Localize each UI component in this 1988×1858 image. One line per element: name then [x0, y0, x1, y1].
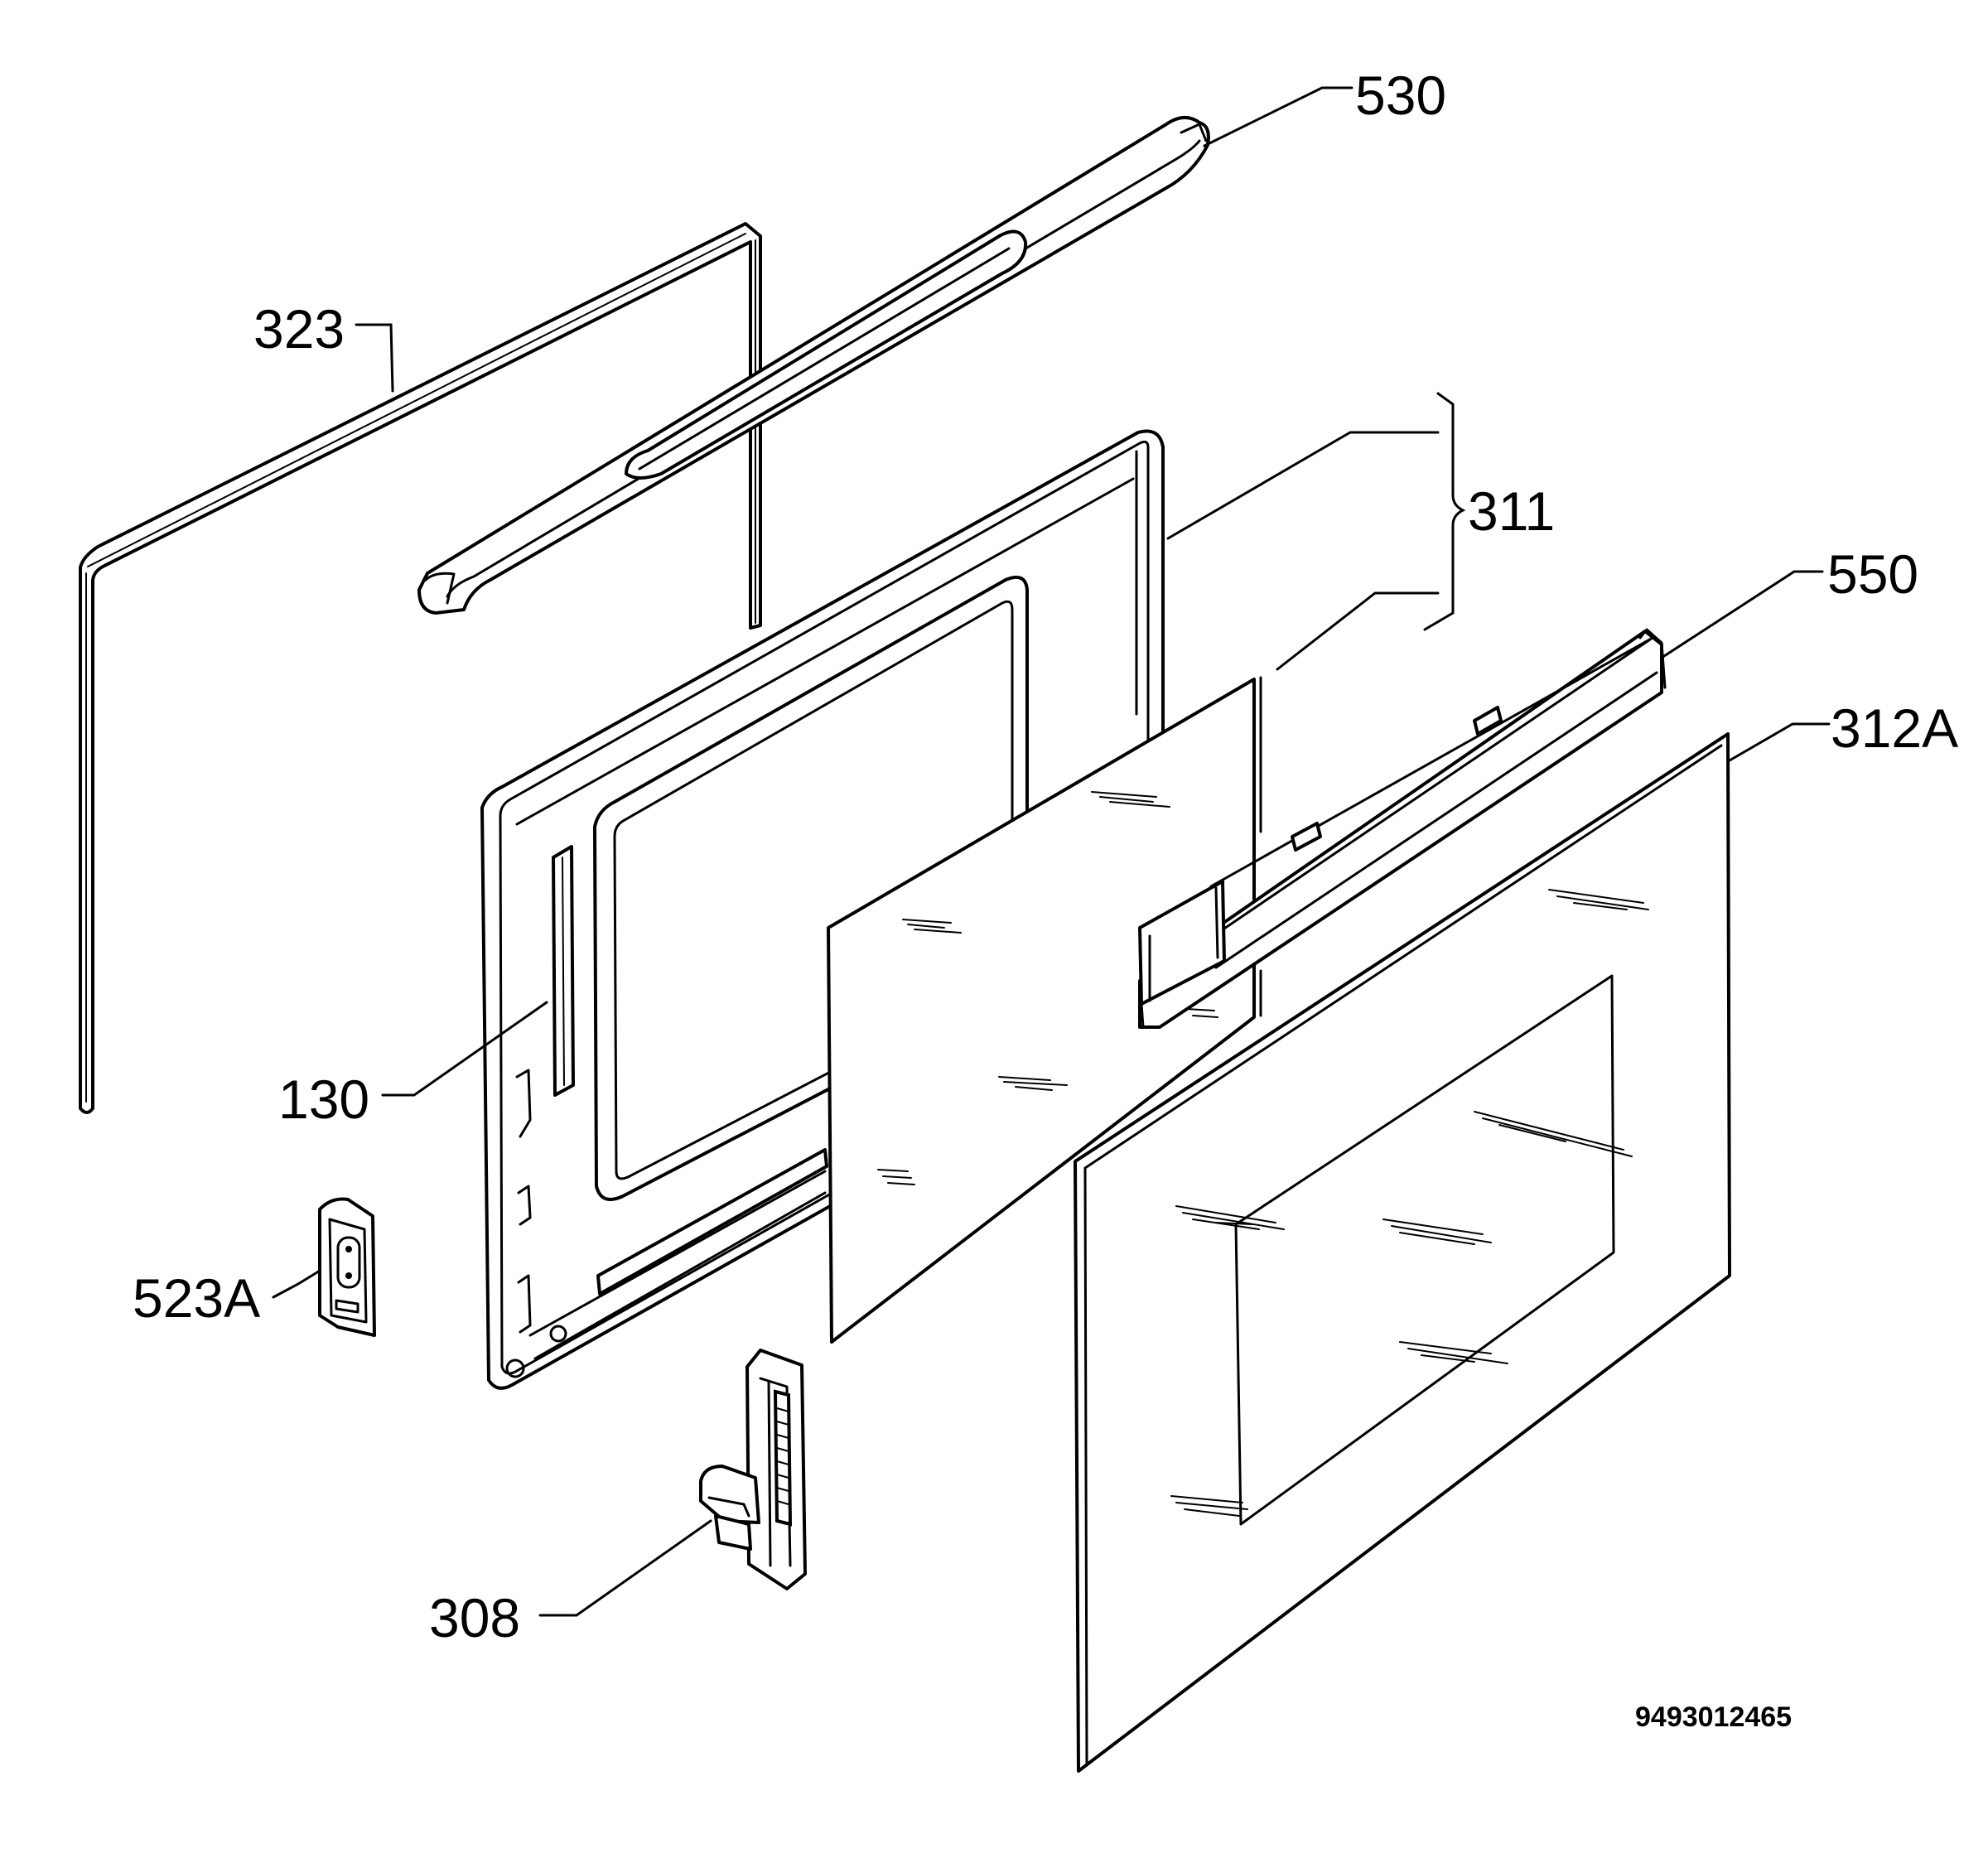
part-labels: 530 323 311 550 312A 130 523A 308 949301…	[133, 65, 1958, 1733]
label-130: 130	[278, 1069, 369, 1130]
label-550: 550	[1827, 543, 1918, 605]
leader-311-lower	[1276, 591, 1440, 671]
leader-lines	[272, 86, 1831, 1617]
leader-523A	[272, 1269, 321, 1299]
part-308-hinge	[699, 1349, 807, 1590]
part-312A-outer-glass	[1074, 732, 1731, 1773]
leader-550	[1660, 570, 1824, 659]
label-523A: 523A	[133, 1267, 260, 1329]
label-312A: 312A	[1831, 697, 1958, 759]
part-311-inner-door-frame	[480, 429, 1165, 1390]
leader-311-upper	[1166, 431, 1440, 540]
part-550-top-vent-strip	[1138, 628, 1667, 1029]
leader-323	[355, 323, 394, 393]
leader-312A	[1728, 722, 1831, 762]
leader-530	[1203, 86, 1353, 147]
label-311: 311	[1468, 480, 1555, 542]
part-523A-latch-block	[318, 1197, 376, 1337]
leader-308	[538, 1519, 712, 1617]
part-530-door-handle	[417, 116, 1210, 615]
part-130-middle-glass	[827, 676, 1262, 1344]
label-323: 323	[253, 298, 345, 360]
label-308: 308	[429, 1587, 520, 1648]
leader-130	[381, 1001, 548, 1097]
label-530: 530	[1355, 65, 1446, 126]
part-323-door-seal	[79, 222, 762, 1114]
bracket-311	[1423, 392, 1466, 631]
document-number: 9493012465	[1635, 1701, 1792, 1733]
